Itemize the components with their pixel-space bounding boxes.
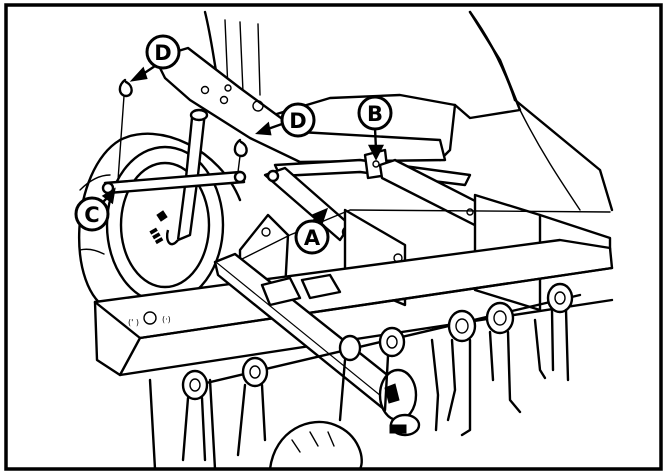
lift-link-rod [101, 170, 247, 195]
tine-coil-7 [546, 282, 574, 382]
tine-coil-5 [446, 309, 477, 437]
tine-coil-6 [485, 301, 522, 414]
callout-a: A [294, 219, 330, 255]
tine-coil-1 [181, 369, 209, 462]
tine-bar: (' ) (·) [93, 238, 614, 377]
callout-d-mid-label: D [289, 109, 306, 133]
svg-text:(' ): (' ) [128, 318, 139, 327]
callout-d-top: D [145, 34, 181, 70]
callout-b-label: B [367, 102, 383, 126]
tractor-frame [153, 46, 447, 164]
front-wheel [148, 378, 363, 471]
callout-c-label: C [84, 203, 99, 227]
tine-coil-4 [378, 326, 406, 412]
spring-tines [181, 282, 582, 462]
callout-d-mid: D [280, 102, 316, 138]
figure-border [4, 3, 663, 471]
tine-coil-3 [338, 334, 362, 422]
hitch-pin-top [117, 78, 133, 181]
callout-a-label: A [304, 226, 321, 250]
callout-b: B [357, 95, 393, 131]
svg-text:(·): (·) [162, 315, 171, 324]
callout-c: C [74, 196, 110, 232]
lower-clamps [260, 273, 342, 307]
hitch-pin-mid [233, 138, 248, 173]
callout-d-top-label: D [154, 41, 171, 65]
tine-coil-2 [236, 356, 269, 457]
